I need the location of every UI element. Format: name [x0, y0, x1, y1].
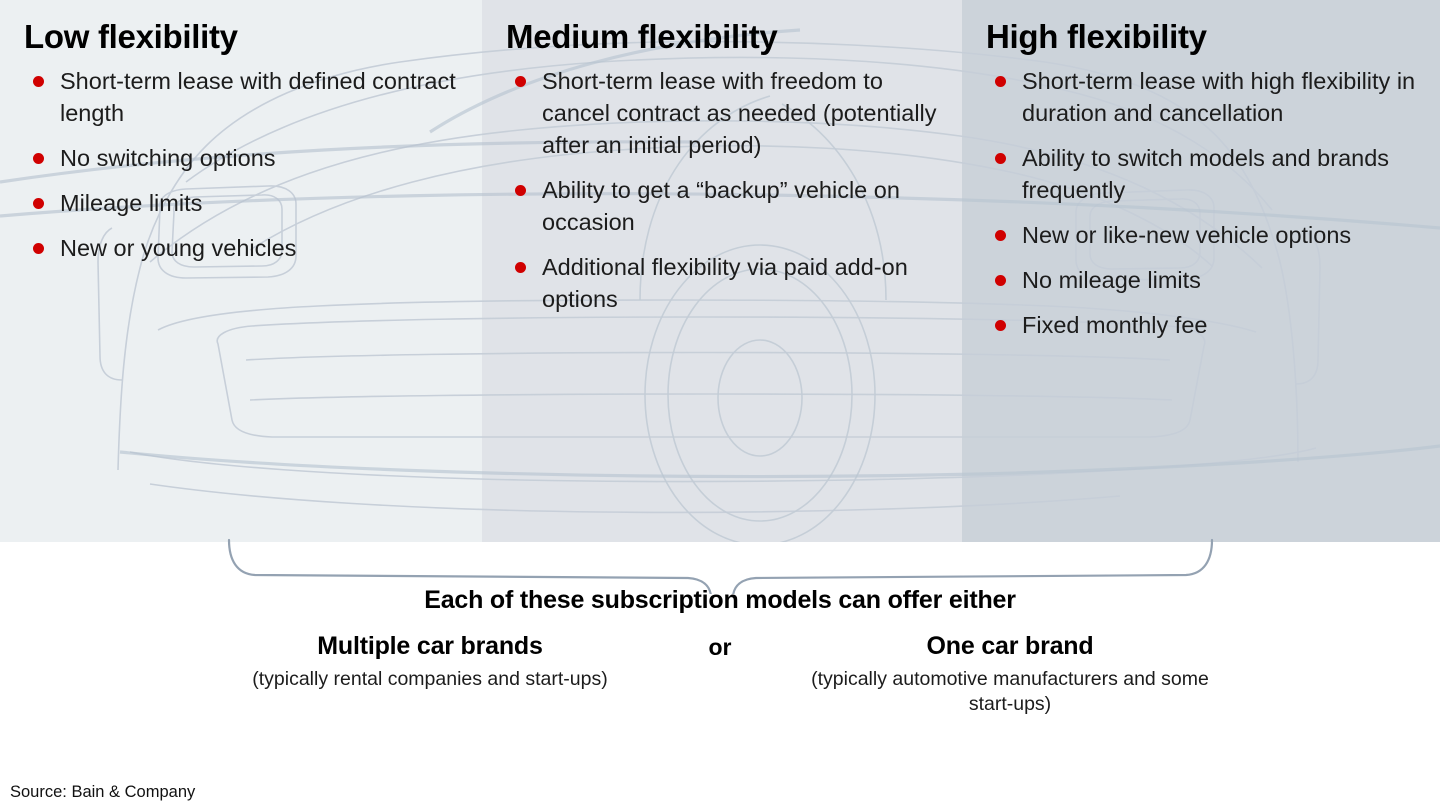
column-high-bullet-list: Short-term lease with high flexibility i… — [986, 66, 1416, 342]
list-item-text: Ability to switch models and brands freq… — [1022, 144, 1390, 203]
bullet-dot-icon — [515, 184, 526, 196]
flexibility-panel-band: Low flexibility Short-term lease with de… — [0, 0, 1440, 542]
column-high-flexibility: High flexibility Short-term lease with h… — [986, 18, 1416, 355]
list-item: New or young vehicles — [24, 233, 464, 265]
list-item-text: New or young vehicles — [60, 234, 297, 261]
brace-right-path — [732, 538, 1214, 594]
column-medium-bullet-list: Short-term lease with freedom to cancel … — [506, 66, 948, 316]
list-item: No switching options — [24, 143, 464, 175]
bullet-dot-icon — [995, 152, 1006, 164]
offer-left-title: Multiple car brands — [317, 632, 543, 660]
bullet-dot-icon — [515, 75, 526, 87]
column-high-title: High flexibility — [986, 18, 1207, 55]
summary-headline: Each of these subscription models can of… — [424, 586, 1016, 614]
grouping-braces — [227, 538, 1214, 594]
offer-conjunction: or — [708, 634, 732, 660]
list-item: Short-term lease with freedom to cancel … — [506, 66, 948, 162]
list-item-text: Short-term lease with high flexibility i… — [1022, 67, 1416, 126]
column-low-title: Low flexibility — [24, 18, 238, 55]
column-low-bullet-list: Short-term lease with defined contract l… — [24, 66, 464, 265]
list-item: No mileage limits — [986, 265, 1416, 297]
list-item-text: Short-term lease with freedom to cancel … — [542, 67, 937, 158]
list-item-text: Ability to get a “backup” vehicle on occ… — [542, 176, 900, 235]
offer-right-subtitle: (typically automotive manufacturers and … — [811, 668, 1209, 715]
list-item: Short-term lease with high flexibility i… — [986, 66, 1416, 130]
brace-left-path — [227, 538, 712, 594]
bullet-dot-icon — [33, 75, 44, 87]
bullet-dot-icon — [995, 229, 1006, 241]
bullet-dot-icon — [995, 274, 1006, 286]
offer-right-title: One car brand — [926, 632, 1094, 660]
list-item-text: No switching options — [60, 144, 276, 171]
bullet-dot-icon — [33, 152, 44, 164]
bullet-dot-icon — [995, 319, 1006, 331]
list-item: Additional flexibility via paid add-on o… — [506, 252, 948, 316]
list-item-text: Short-term lease with defined contract l… — [60, 67, 456, 126]
list-item: New or like-new vehicle options — [986, 220, 1416, 252]
list-item: Short-term lease with defined contract l… — [24, 66, 464, 130]
bullet-dot-icon — [995, 75, 1006, 87]
bullet-dot-icon — [33, 242, 44, 254]
list-item-text: No mileage limits — [1022, 266, 1201, 293]
offer-row: Multiple car brands (typically rental co… — [0, 631, 1440, 741]
list-item: Mileage limits — [24, 188, 464, 220]
column-low-flexibility: Low flexibility Short-term lease with de… — [24, 18, 464, 278]
bullet-dot-icon — [515, 261, 526, 273]
offer-multiple-brands: Multiple car brands (typically rental co… — [230, 631, 630, 692]
list-item-text: Mileage limits — [60, 189, 203, 216]
list-item-text: Fixed monthly fee — [1022, 311, 1208, 338]
list-item-text: New or like-new vehicle options — [1022, 221, 1352, 248]
list-item: Fixed monthly fee — [986, 310, 1416, 342]
list-item: Ability to get a “backup” vehicle on occ… — [506, 175, 948, 239]
source-note: Source: Bain & Company — [10, 783, 196, 801]
offer-left-subtitle: (typically rental companies and start-up… — [252, 668, 608, 690]
column-medium-title: Medium flexibility — [506, 18, 778, 55]
offer-one-brand: One car brand (typically automotive manu… — [810, 631, 1210, 717]
list-item: Ability to switch models and brands freq… — [986, 143, 1416, 207]
flexibility-columns: Low flexibility Short-term lease with de… — [24, 18, 1416, 355]
column-medium-flexibility: Medium flexibility Short-term lease with… — [506, 18, 948, 329]
bullet-dot-icon — [33, 197, 44, 209]
list-item-text: Additional flexibility via paid add-on o… — [542, 253, 908, 312]
bottom-summary-block: Each of these subscription models can of… — [0, 586, 1440, 741]
